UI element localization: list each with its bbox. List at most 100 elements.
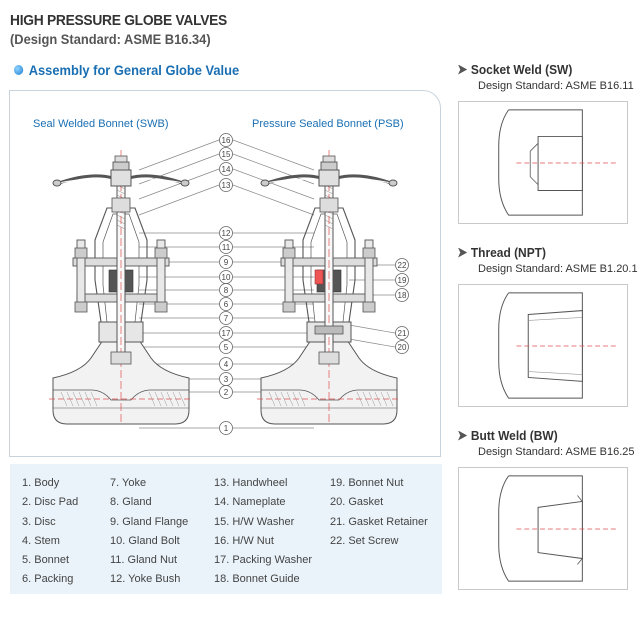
end-bw-standard: Design Standard: ASME B16.25	[478, 446, 635, 458]
legend-item: 13. Handwheel	[214, 477, 288, 489]
valve-psb	[257, 150, 401, 425]
callout-number: 1	[224, 424, 229, 433]
hatch-line	[280, 391, 288, 407]
valve-swb	[49, 150, 193, 425]
callout-circle	[219, 385, 233, 399]
hatch-line	[166, 391, 174, 407]
callout-number: 13	[222, 181, 231, 190]
callout-number: 7	[224, 314, 229, 323]
hatch-line	[274, 391, 282, 407]
hatch-line	[286, 391, 294, 407]
hatch-line	[84, 391, 92, 407]
hatch-line	[72, 391, 80, 407]
callout-number: 9	[224, 258, 229, 267]
handwheel-hub	[318, 169, 340, 187]
callout-number: 16	[222, 136, 231, 145]
callout-circle	[395, 340, 409, 354]
disc	[318, 351, 340, 365]
hatch-line	[374, 391, 382, 407]
legend-item: 10. Gland Bolt	[110, 534, 180, 547]
callout-number: 2	[224, 388, 229, 397]
gland-nut	[74, 301, 88, 313]
end-npt-heading: Thread (NPT)	[458, 245, 546, 260]
yoke-bush	[111, 197, 131, 213]
callout-circle	[395, 273, 409, 287]
handwheel-hub	[110, 169, 132, 187]
legend-item: 8. Gland	[110, 496, 152, 509]
callout-circle	[219, 133, 233, 147]
legend-item: 16. H/W Nut	[214, 534, 274, 547]
callout-circle	[219, 357, 233, 371]
end-bw-name: Butt Weld (BW)	[470, 428, 558, 443]
arrow-icon	[458, 247, 468, 258]
leader-line	[138, 184, 220, 216]
leader-line	[138, 168, 220, 200]
callout-number: 17	[222, 329, 231, 338]
hatch-line	[362, 391, 370, 407]
callout-circle	[219, 240, 233, 254]
stem-thread	[116, 189, 126, 195]
hatch-line	[178, 391, 186, 407]
callout-number: 8	[224, 286, 229, 295]
callout-circle	[219, 162, 233, 176]
hatch-line	[78, 391, 86, 407]
callout-circle	[219, 340, 233, 354]
callout-number: 19	[398, 276, 407, 285]
callout-number: 22	[398, 261, 407, 270]
page-title: HIGH PRESSURE GLOBE VALVES	[10, 12, 227, 29]
hatch-line	[90, 391, 98, 407]
thread-line	[528, 317, 583, 321]
hatch-line	[298, 391, 306, 407]
end-bw-heading: Butt Weld (BW)	[458, 428, 558, 443]
legend-item: 20. Gasket	[330, 496, 384, 509]
callout-circle	[219, 283, 233, 297]
callout-circle	[395, 258, 409, 272]
legend-item: 3. Disc	[22, 515, 56, 528]
legend-item: 22. Set Screw	[330, 534, 399, 547]
gland-nut	[362, 301, 376, 313]
legend-item: 1. Body	[22, 477, 60, 489]
callout-number: 10	[222, 273, 231, 282]
callout-number: 20	[398, 343, 407, 352]
end-npt-drawing	[458, 284, 628, 407]
gland-nut	[74, 247, 88, 259]
end-sw-name: Socket Weld (SW)	[470, 62, 573, 77]
leader-line	[232, 139, 315, 171]
leader-line	[348, 324, 396, 334]
psb-label: Pressure Sealed Bonnet (PSB)	[252, 118, 404, 130]
hatch-line	[386, 391, 394, 407]
handwheel-knob	[180, 179, 190, 187]
end-sw-standard: Design Standard: ASME B16.11	[478, 80, 634, 92]
callout-number: 3	[224, 375, 229, 384]
hw-nut	[320, 161, 338, 171]
gland-nut	[154, 247, 168, 259]
hw-nut	[112, 161, 130, 171]
assembly-heading: Assembly for General Globe Value	[14, 62, 239, 78]
hatch-line	[154, 391, 162, 407]
hatch-line	[60, 391, 68, 407]
thread-bore	[527, 310, 583, 382]
leader-line	[348, 338, 396, 348]
end-npt-standard: Design Standard: ASME B1.20.1	[478, 263, 638, 275]
hatch-line	[292, 391, 300, 407]
handwheel-knob	[52, 179, 62, 187]
callout-circle	[219, 297, 233, 311]
hw-washer	[114, 155, 128, 163]
callout-circle	[219, 311, 233, 325]
bonnet-guide	[314, 269, 324, 285]
end-npt-name: Thread (NPT)	[470, 245, 546, 260]
leader-line	[232, 184, 315, 216]
hatch-line	[172, 391, 180, 407]
callout-number: 18	[398, 291, 407, 300]
legend-item: 7. Yoke	[110, 477, 147, 489]
callout-number: 21	[398, 329, 407, 338]
callout-circle	[219, 421, 233, 435]
end-bw-drawing	[458, 467, 628, 590]
hatch-line	[268, 391, 276, 407]
handwheel-knob	[388, 179, 398, 187]
